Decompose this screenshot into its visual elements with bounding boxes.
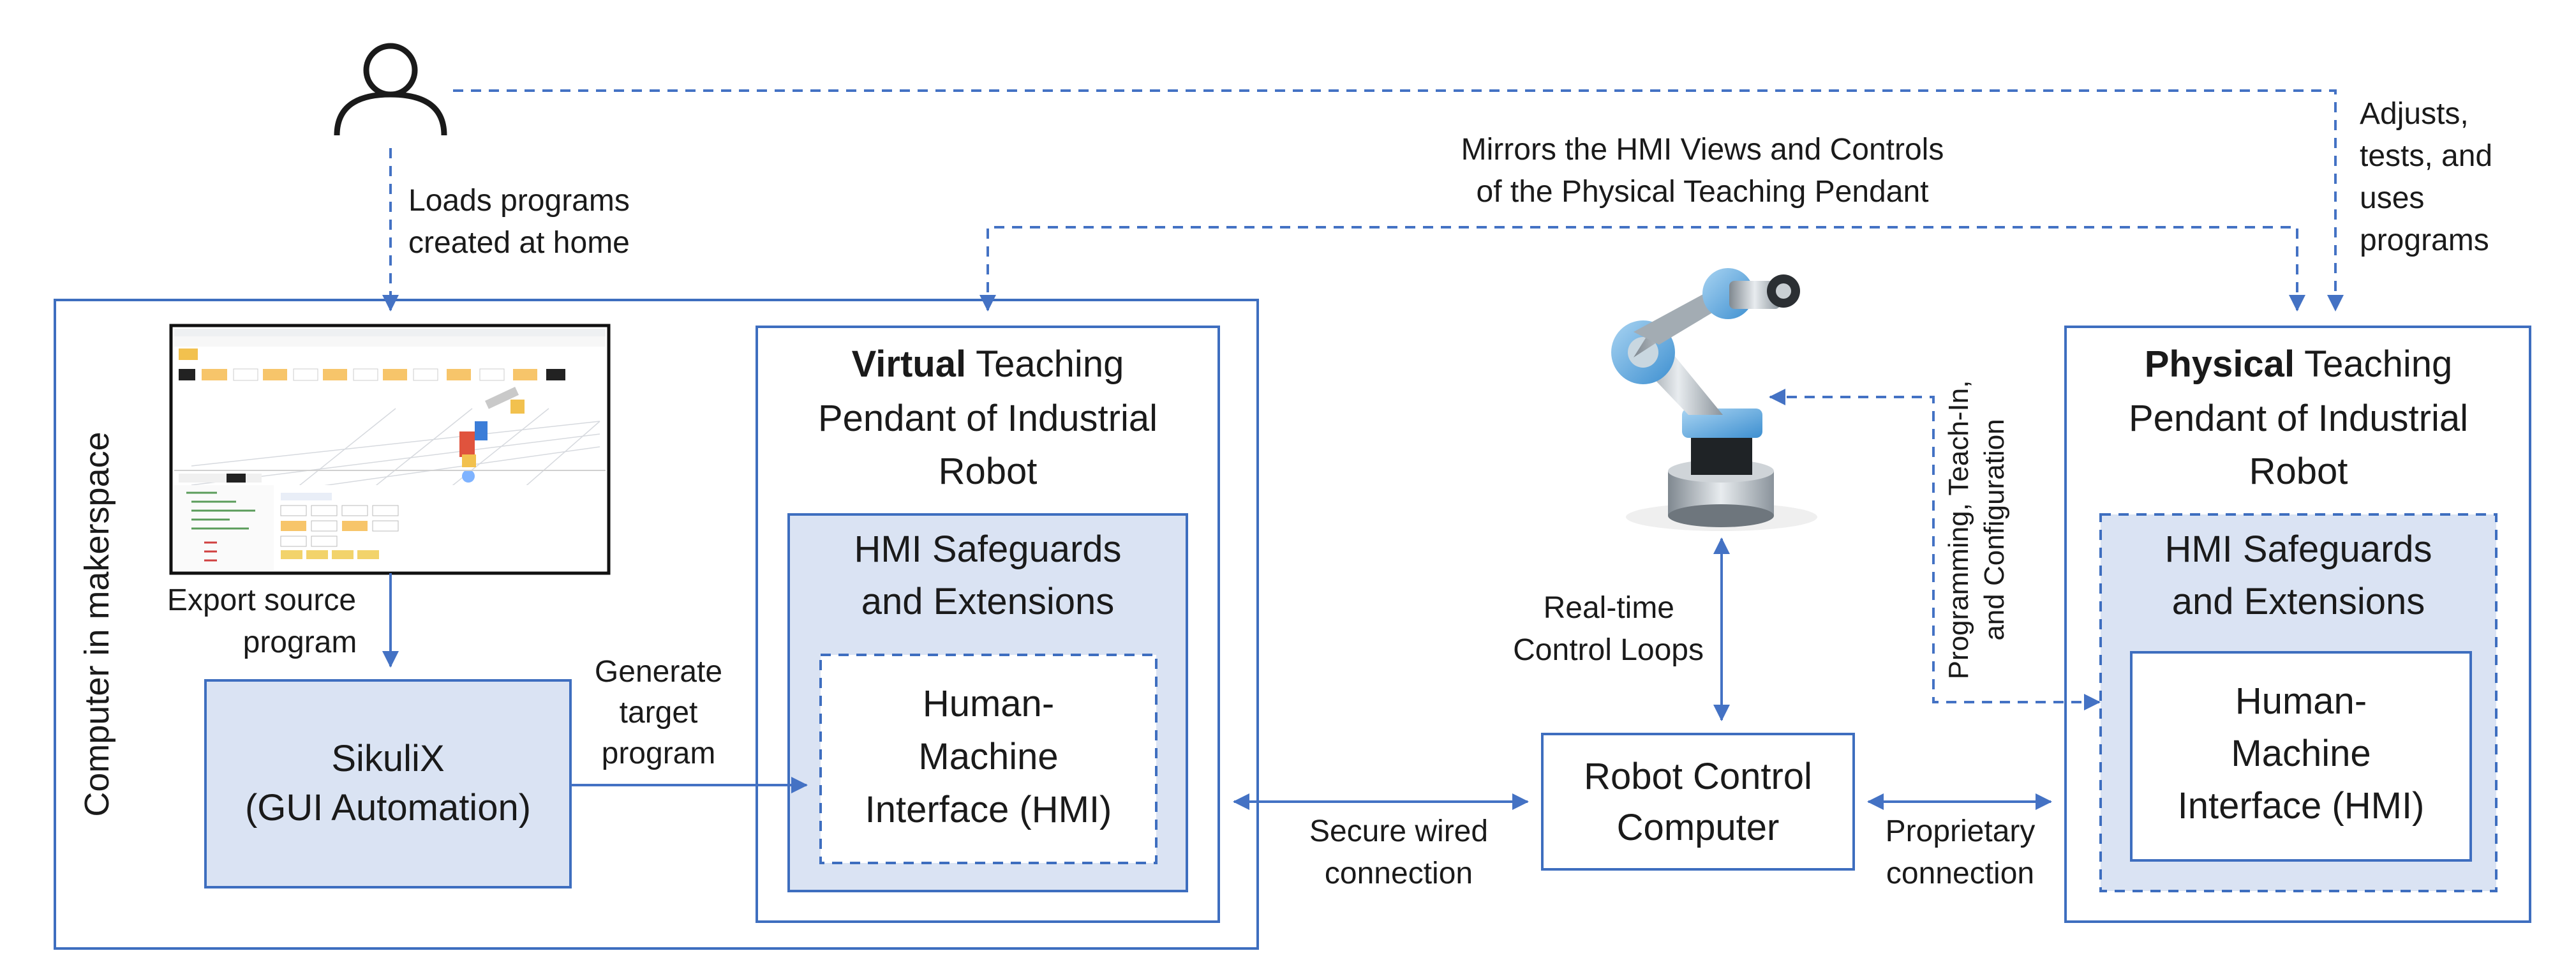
- mirror-hmi-arrow: [979, 226, 2305, 311]
- secure-label: Secure wired: [1309, 814, 1488, 848]
- virtual-pendant-title: Robot: [939, 451, 1038, 492]
- virtual-hmi-label: Interface (HMI): [865, 789, 1112, 830]
- robot-control-computer-box: [1541, 733, 1855, 871]
- makerspace-label: Computer in makerspace: [78, 431, 116, 816]
- proprietary-label: connection: [1886, 857, 2034, 890]
- person-icon: [334, 43, 447, 136]
- generate-label: target: [620, 696, 698, 730]
- virtual-hmi-box: [819, 654, 1158, 864]
- export-label: program: [243, 626, 357, 659]
- physical-pendant-title: Physical Teaching: [2145, 343, 2453, 385]
- physical-pendant-title: Pendant of Industrial: [2129, 398, 2468, 439]
- mirror-label: of the Physical Teaching Pendant: [1477, 175, 1929, 209]
- physical-safeguards-label: and Extensions: [2172, 581, 2425, 622]
- robot-arm-icon: [1611, 268, 1817, 531]
- proprietary-label: Proprietary: [1886, 814, 2036, 848]
- loads-label: Loads programs: [408, 184, 630, 218]
- generate-label: program: [602, 737, 716, 770]
- sikulix-label: SikuliX: [331, 738, 444, 779]
- sikulix-box: [204, 679, 572, 888]
- mirror-label: Mirrors the HMI Views and Controls: [1461, 133, 1944, 167]
- virtual-hmi-label: Machine: [918, 736, 1058, 777]
- realtime-label: Real-time: [1544, 591, 1674, 625]
- adjusts-label: programs: [2360, 223, 2489, 257]
- virtual-pendant-title: Virtual Teaching: [852, 343, 1124, 385]
- adjusts-programs-arrow: [453, 89, 2344, 311]
- virtual-safeguards-label: and Extensions: [861, 581, 1115, 622]
- virtual-hmi-label: Human-: [923, 683, 1054, 724]
- export-label: Export source: [167, 583, 356, 617]
- programming-arrow: [1769, 389, 2101, 710]
- physical-hmi-label: Machine: [2231, 733, 2371, 774]
- physical-hmi-box: [2130, 651, 2472, 862]
- physical-hmi-label: Interface (HMI): [2178, 785, 2425, 827]
- secure-label: connection: [1325, 857, 1473, 890]
- adjusts-label: Adjusts,: [2360, 97, 2469, 131]
- realtime-label: Control Loops: [1513, 633, 1704, 667]
- adjusts-label: uses: [2360, 181, 2424, 215]
- generate-label: Generate: [595, 655, 722, 689]
- programming-label: Programming, Teach-In,: [1943, 380, 1974, 680]
- adjusts-label: tests, and: [2360, 139, 2492, 173]
- robot-control-label: Robot Control: [1584, 756, 1812, 797]
- programming-label: and Configuration: [1979, 419, 2010, 640]
- physical-hmi-label: Human-: [2235, 680, 2367, 722]
- loads-label: created at home: [408, 226, 630, 260]
- sikulix-label: (GUI Automation): [245, 787, 531, 828]
- physical-pendant-title: Robot: [2249, 451, 2348, 492]
- programming-tool-screenshot: [169, 324, 611, 575]
- physical-safeguards-label: HMI Safeguards: [2164, 528, 2432, 570]
- virtual-safeguards-label: HMI Safeguards: [854, 528, 1121, 570]
- robot-control-label: Computer: [1617, 807, 1780, 848]
- virtual-pendant-title: Pendant of Industrial: [818, 398, 1158, 439]
